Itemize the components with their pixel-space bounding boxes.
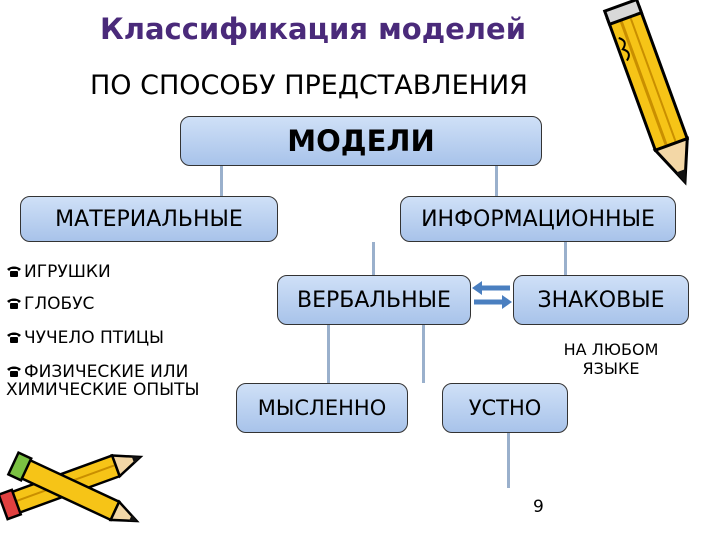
connector — [372, 242, 375, 275]
connector — [220, 166, 223, 196]
pencil-icon — [602, 0, 690, 186]
connector — [495, 166, 498, 196]
connector — [507, 433, 510, 488]
connector — [327, 325, 330, 383]
page-number: 9 — [533, 497, 544, 517]
phone-bullet-icon — [7, 366, 21, 377]
connector — [564, 242, 567, 275]
double-arrow-icon — [472, 281, 512, 309]
connector — [422, 325, 425, 383]
list-item: ГЛОБУС — [6, 295, 94, 313]
node-material: МАТЕРИАЛЬНЫЕ — [20, 196, 278, 242]
pencil-icon — [0, 450, 144, 523]
list-item: ИГРУШКИ — [6, 263, 111, 281]
node-verbal: ВЕРБАЛЬНЫЕ — [277, 275, 471, 325]
page-title: Классификация моделей — [100, 12, 527, 46]
phone-bullet-icon — [7, 298, 21, 309]
phone-bullet-icon — [7, 266, 21, 277]
node-oral: УСТНО — [442, 383, 568, 433]
sign-note: НА ЛЮБОМ ЯЗЫКЕ — [563, 340, 659, 378]
node-models: МОДЕЛИ — [180, 116, 542, 166]
list-item: ФИЗИЧЕСКИЕ ИЛИ ХИМИЧЕСКИЕ ОПЫТЫ — [6, 362, 200, 400]
list-item: ЧУЧЕЛО ПТИЦЫ — [6, 329, 164, 347]
page-subtitle: ПО СПОСОБУ ПРЕДСТАВЛЕНИЯ — [90, 70, 528, 101]
node-mental: МЫСЛЕННО — [236, 383, 408, 433]
node-sign: ЗНАКОВЫЕ — [513, 275, 689, 325]
phone-bullet-icon — [7, 332, 21, 343]
node-informational: ИНФОРМАЦИОННЫЕ — [400, 196, 676, 242]
